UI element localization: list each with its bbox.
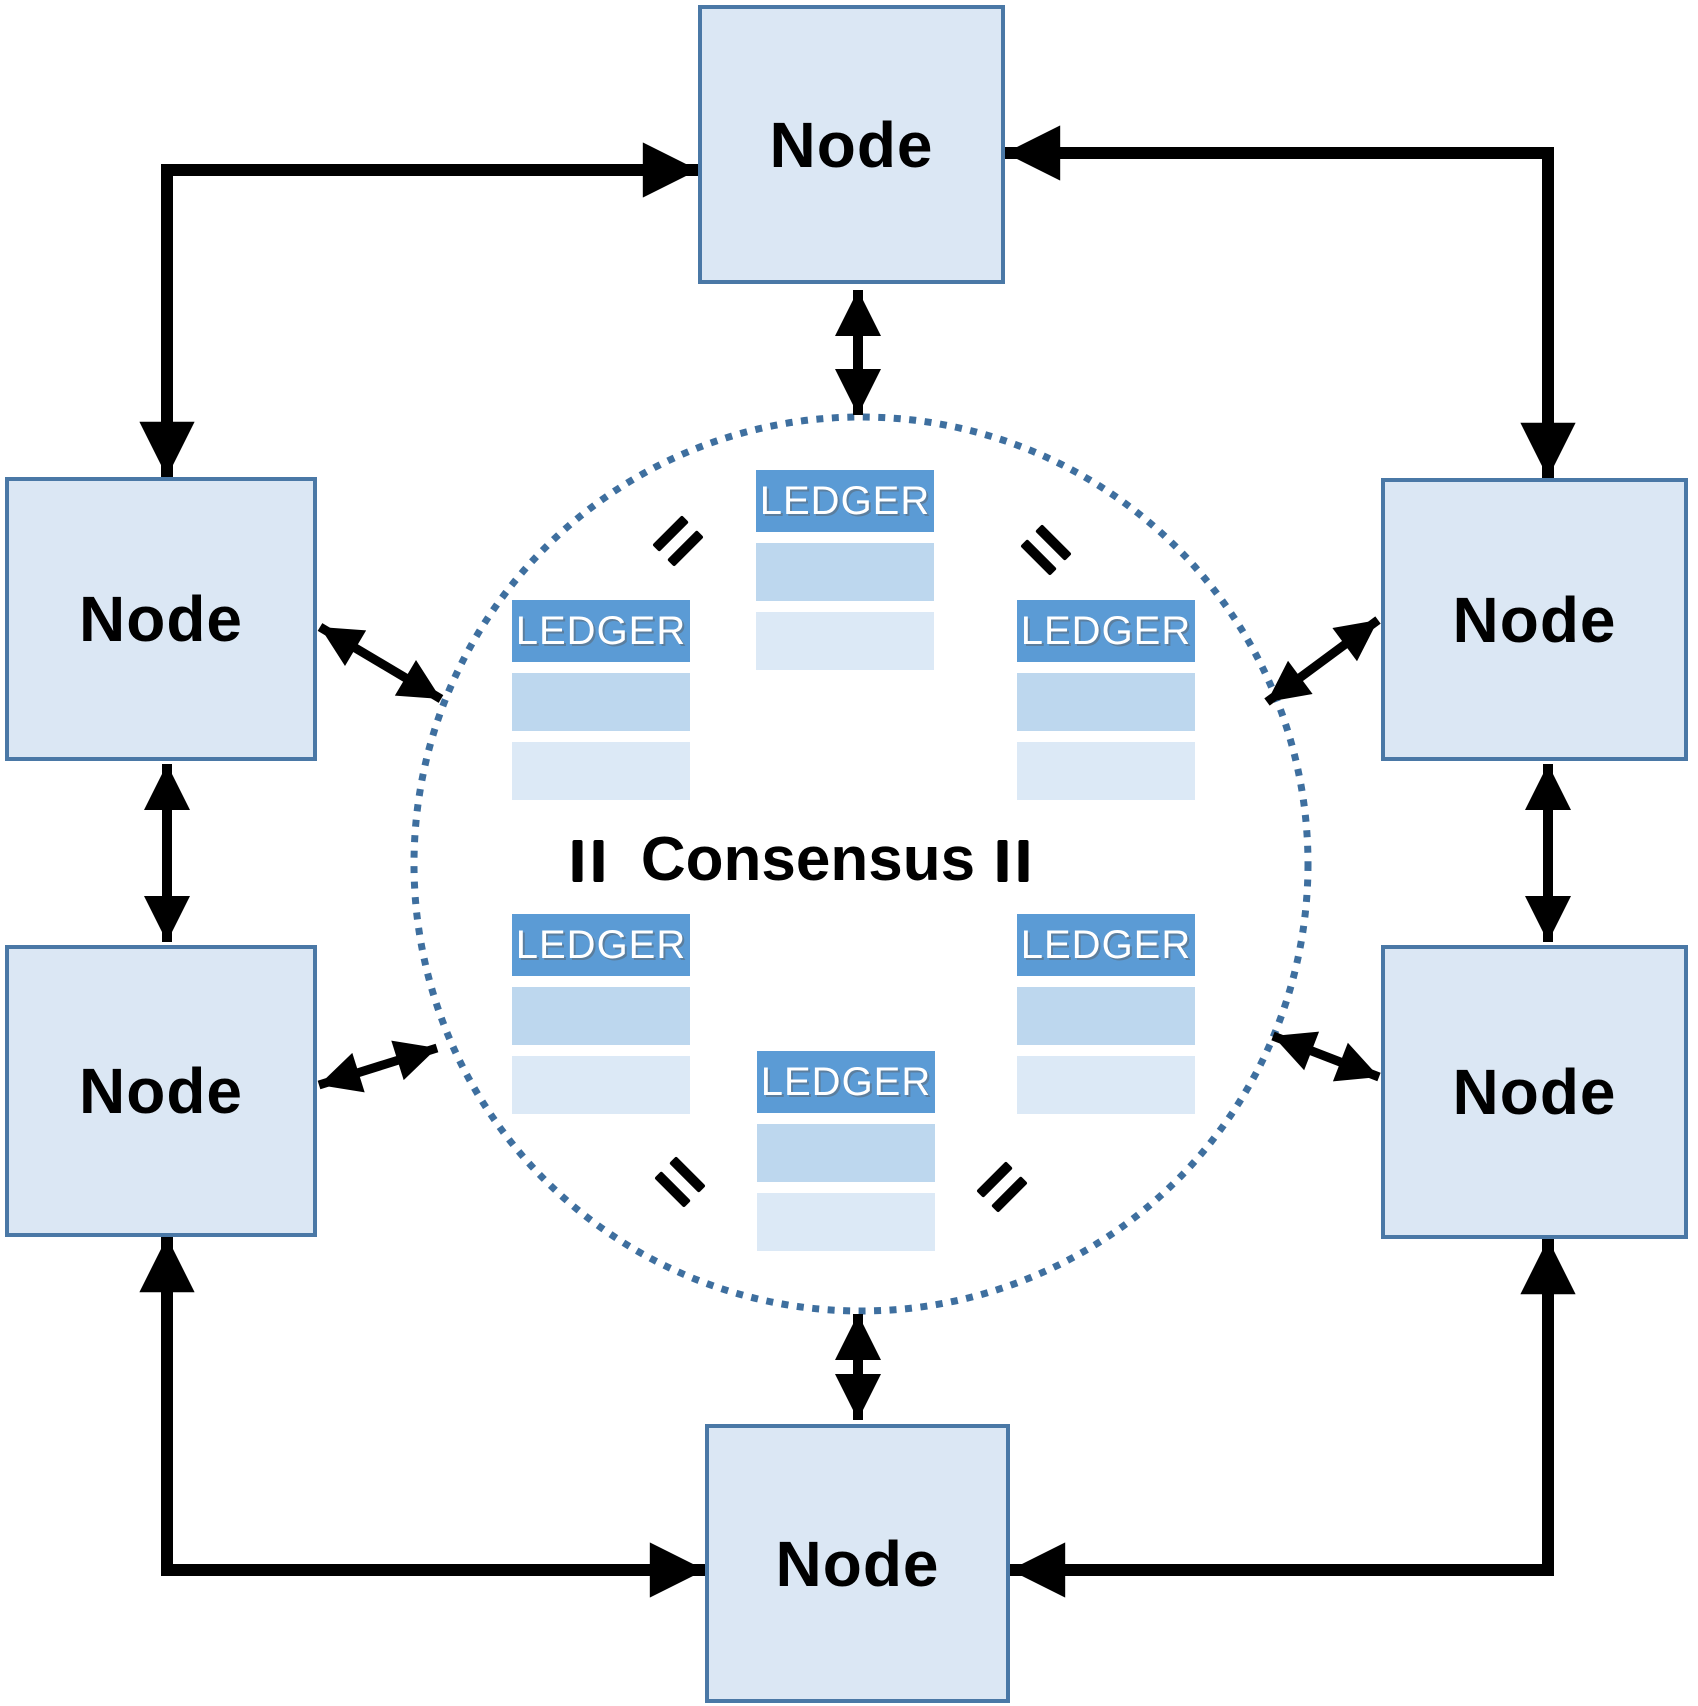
ledger-row (1017, 673, 1195, 731)
node-label: Node (775, 1527, 940, 1600)
ledger-table-bottom-left: LEDGER (512, 914, 690, 1114)
node-box-top: Node (698, 5, 1005, 284)
ledger-row (757, 1124, 935, 1182)
ledger-header: LEDGER (1017, 600, 1195, 662)
consensus-title: Consensus (640, 825, 976, 894)
ledger-table-left: LEDGER (512, 600, 690, 800)
ledger-row (756, 612, 934, 670)
ledger-header: LEDGER (1017, 914, 1195, 976)
ledger-row (1017, 1056, 1195, 1114)
ledger-table-bottom-right: LEDGER (1017, 914, 1195, 1114)
ledger-header: LEDGER (757, 1051, 935, 1113)
arrow-upperright-node-circle (1264, 616, 1381, 706)
ledger-row (757, 1193, 935, 1251)
arrow-lowerright-to-bottom-elbow (1010, 1239, 1576, 1598)
ledger-header: LEDGER (512, 600, 690, 662)
node-label: Node (1452, 583, 1617, 656)
node-box-upper-left: Node (5, 477, 317, 761)
ledger-header: LEDGER (756, 470, 934, 532)
node-box-bottom: Node (705, 1424, 1010, 1703)
arrow-lowerleft-node-circle (317, 1040, 439, 1093)
ledger-row (756, 543, 934, 601)
node-box-lower-right: Node (1381, 945, 1688, 1239)
node-box-upper-right: Node (1381, 478, 1688, 761)
ledger-row (512, 1056, 690, 1114)
ledger-row (512, 987, 690, 1045)
ledger-header: LEDGER (512, 914, 690, 976)
arrow-lowerleft-to-bottom-elbow (139, 1237, 705, 1598)
ledger-table-right: LEDGER (1017, 600, 1195, 800)
node-label: Node (1452, 1056, 1617, 1128)
arrow-upperright-to-top-elbow (1005, 125, 1576, 478)
ledger-table-top: LEDGER (756, 470, 934, 670)
ledger-row (512, 742, 690, 800)
arrow-upperleft-to-top-elbow (139, 142, 698, 477)
node-label: Node (79, 1055, 243, 1127)
ledger-row (1017, 987, 1195, 1045)
arrow-lowerright-node-circle (1271, 1031, 1381, 1082)
consensus-circle-dotted (410, 413, 1312, 1315)
ledger-row (512, 673, 690, 731)
node-box-lower-left: Node (5, 945, 317, 1237)
ledger-table-bottom: LEDGER (757, 1051, 935, 1251)
node-label: Node (79, 583, 243, 655)
arrow-upperleft-node-circle (317, 623, 444, 703)
node-label: Node (769, 108, 934, 181)
ledger-row (1017, 742, 1195, 800)
